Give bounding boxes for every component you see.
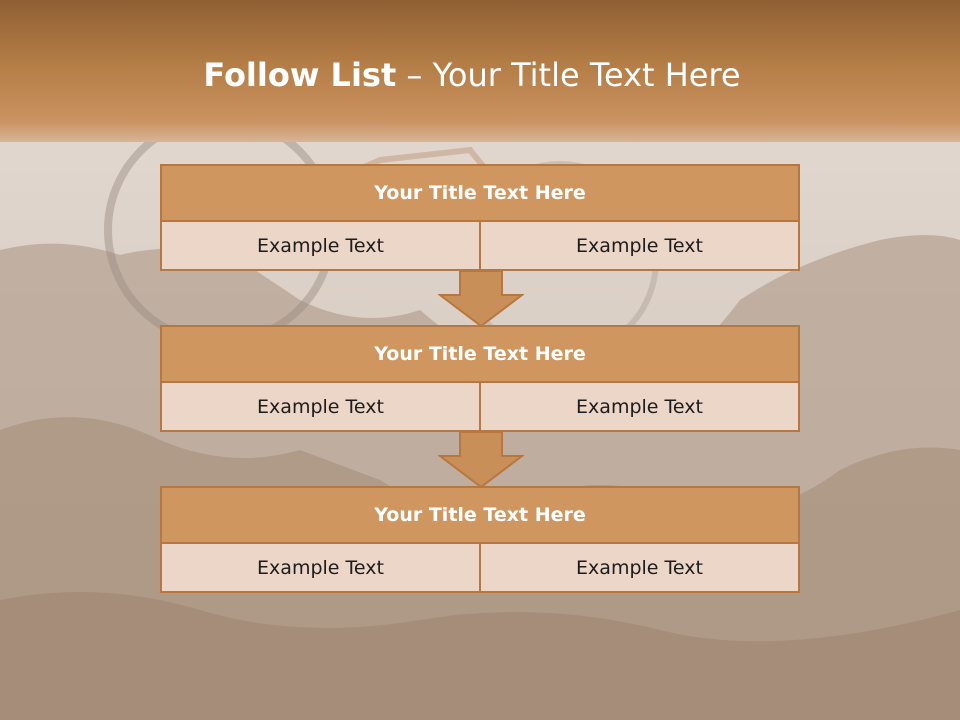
block-row: Example Text Example Text (160, 383, 800, 432)
slide-title-bold: Follow List (203, 56, 397, 94)
block-title: Your Title Text Here (160, 164, 800, 222)
slide-title-rest: – Your Title Text Here (396, 56, 741, 94)
block-title: Your Title Text Here (160, 325, 800, 383)
block-title: Your Title Text Here (160, 486, 800, 544)
block-row: Example Text Example Text (160, 544, 800, 593)
list-block-3: Your Title Text Here Example Text Exampl… (160, 486, 800, 593)
block-row: Example Text Example Text (160, 222, 800, 271)
block-cell-left: Example Text (160, 222, 481, 271)
list-block-2: Your Title Text Here Example Text Exampl… (160, 325, 800, 432)
block-cell-right: Example Text (481, 222, 800, 271)
list-block-1: Your Title Text Here Example Text Exampl… (160, 164, 800, 271)
block-cell-right: Example Text (481, 544, 800, 593)
block-cell-left: Example Text (160, 383, 481, 432)
slide-title: Follow List – Your Title Text Here (0, 56, 944, 94)
block-cell-left: Example Text (160, 544, 481, 593)
down-arrow-icon (438, 271, 524, 327)
down-arrow-icon (438, 432, 524, 488)
block-cell-right: Example Text (481, 383, 800, 432)
